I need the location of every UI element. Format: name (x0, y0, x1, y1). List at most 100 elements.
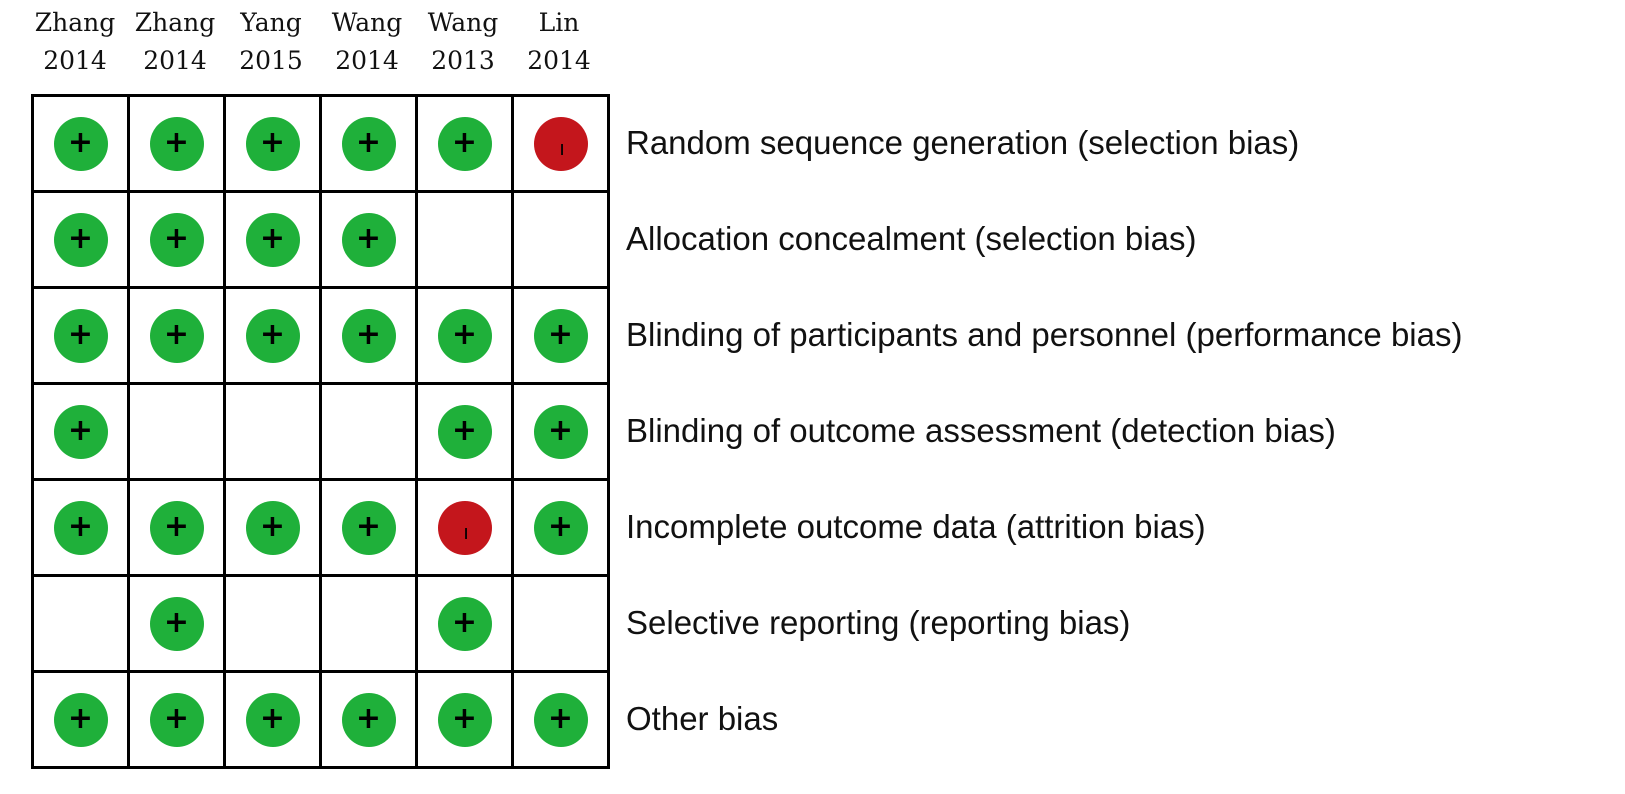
grid-cell: + (34, 385, 130, 481)
study-author: Yang (240, 8, 302, 37)
plus-circle-icon: + (245, 692, 300, 747)
plus-circle-icon: + (149, 500, 204, 555)
grid-cell (322, 385, 418, 481)
grid-cell (226, 577, 322, 673)
judgement-symbol: + (451, 124, 478, 160)
grid-cell: + (514, 673, 610, 769)
study-year: 2013 (431, 46, 495, 75)
domain-label: Other bias (626, 700, 779, 737)
plus-circle-icon: + (149, 308, 204, 363)
study-column-header: Zhang 2014 (127, 4, 223, 80)
judgement-symbol: + (355, 220, 382, 256)
plus-circle-icon: + (437, 692, 492, 747)
grid-cell: + (226, 193, 322, 289)
plus-circle-icon: + (53, 308, 108, 363)
study-author: Wang (427, 8, 499, 37)
judgement-symbol: + (547, 700, 574, 736)
plus-circle-icon: + (53, 116, 108, 171)
plus-circle-icon: + (53, 212, 108, 267)
grid-cell: ı (418, 481, 514, 577)
grid-cell (514, 193, 610, 289)
grid-cell: + (514, 289, 610, 385)
judgement-symbol: + (259, 316, 286, 352)
grid-cell: + (322, 673, 418, 769)
grid-cell: + (514, 385, 610, 481)
grid-cell: + (418, 673, 514, 769)
grid-cell: + (34, 673, 130, 769)
plus-circle-icon: + (437, 308, 492, 363)
plus-circle-icon: + (341, 308, 396, 363)
judgement-symbol: + (259, 220, 286, 256)
grid-cell: + (322, 193, 418, 289)
grid-cell: + (130, 289, 226, 385)
grid-cell: + (418, 577, 514, 673)
grid-cell (34, 577, 130, 673)
grid-cell: + (34, 481, 130, 577)
grid-cell: + (130, 673, 226, 769)
plus-circle-icon: + (149, 692, 204, 747)
plus-circle-icon: + (533, 692, 588, 747)
domain-label: Selective reporting (reporting bias) (626, 604, 1131, 641)
judgement-symbol: + (163, 700, 190, 736)
grid-cell: + (130, 577, 226, 673)
plus-circle-icon: + (533, 308, 588, 363)
study-author: Wang (331, 8, 403, 37)
grid-cell: + (226, 289, 322, 385)
plus-circle-icon: + (149, 596, 204, 651)
domain-label: Allocation concealment (selection bias) (626, 220, 1197, 257)
plus-circle-icon: + (245, 116, 300, 171)
judgement-symbol: + (355, 316, 382, 352)
domain-label: Incomplete outcome data (attrition bias) (626, 508, 1206, 545)
grid-cell (514, 577, 610, 673)
judgement-symbol: + (259, 508, 286, 544)
grid-cell: + (34, 289, 130, 385)
judgement-symbol: ı (463, 519, 469, 544)
judgement-symbol: + (355, 700, 382, 736)
judgement-symbol: + (67, 412, 94, 448)
minus-circle-icon: ı (437, 500, 492, 555)
plus-circle-icon: + (341, 212, 396, 267)
grid-cell: + (130, 97, 226, 193)
judgement-symbol: + (451, 316, 478, 352)
judgement-symbol: + (451, 700, 478, 736)
study-author: Lin (538, 8, 580, 37)
grid-cell: + (34, 193, 130, 289)
grid-cell: + (322, 289, 418, 385)
study-column-header: Yang 2015 (223, 4, 319, 80)
grid-cell: + (226, 673, 322, 769)
plus-circle-icon: + (341, 116, 396, 171)
grid-cell: + (322, 97, 418, 193)
domain-label: Random sequence generation (selection bi… (626, 124, 1300, 161)
judgement-symbol: + (163, 604, 190, 640)
grid-cell: + (226, 481, 322, 577)
risk-of-bias-grid: +++++ı+++++++++++++++++ı+++++++++ (31, 94, 610, 769)
plus-circle-icon: + (245, 308, 300, 363)
grid-cell: + (418, 385, 514, 481)
plus-circle-icon: + (341, 500, 396, 555)
judgement-symbol: + (259, 124, 286, 160)
study-year: 2015 (239, 46, 303, 75)
plus-circle-icon: + (533, 500, 588, 555)
judgement-symbol: + (355, 124, 382, 160)
judgement-symbol: ı (559, 135, 565, 160)
study-year: 2014 (143, 46, 207, 75)
grid-cell: + (418, 97, 514, 193)
grid-cell: + (130, 193, 226, 289)
study-author: Zhang (134, 8, 216, 37)
domain-label: Blinding of participants and personnel (… (626, 316, 1463, 353)
judgement-symbol: + (451, 412, 478, 448)
plus-circle-icon: + (53, 404, 108, 459)
judgement-symbol: + (163, 124, 190, 160)
judgement-symbol: + (67, 508, 94, 544)
plus-circle-icon: + (341, 692, 396, 747)
judgement-symbol: + (259, 700, 286, 736)
judgement-symbol: + (163, 508, 190, 544)
study-year: 2014 (43, 46, 107, 75)
grid-cell (418, 193, 514, 289)
plus-circle-icon: + (245, 500, 300, 555)
grid-cell: + (34, 97, 130, 193)
plus-circle-icon: + (53, 500, 108, 555)
